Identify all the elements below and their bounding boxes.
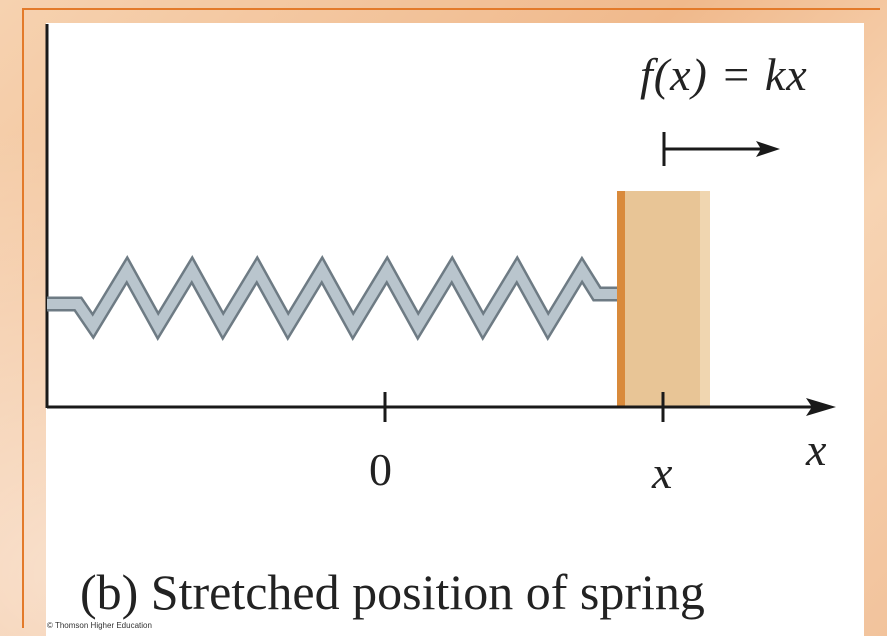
x-axis-arrowhead	[806, 398, 836, 416]
mass-block	[617, 191, 710, 407]
axis-label: x	[806, 424, 827, 475]
position-label: x	[652, 447, 673, 498]
spring	[47, 255, 622, 341]
origin-label: 0	[369, 444, 392, 495]
force-formula: f(x) = kx	[640, 49, 808, 100]
force-arrow	[662, 132, 780, 166]
copyright-credit: © Thomson Higher Education	[47, 621, 152, 630]
figure-panel	[46, 23, 864, 636]
frame-border	[22, 8, 880, 628]
figure-caption: (b) Stretched position of spring	[80, 564, 705, 620]
